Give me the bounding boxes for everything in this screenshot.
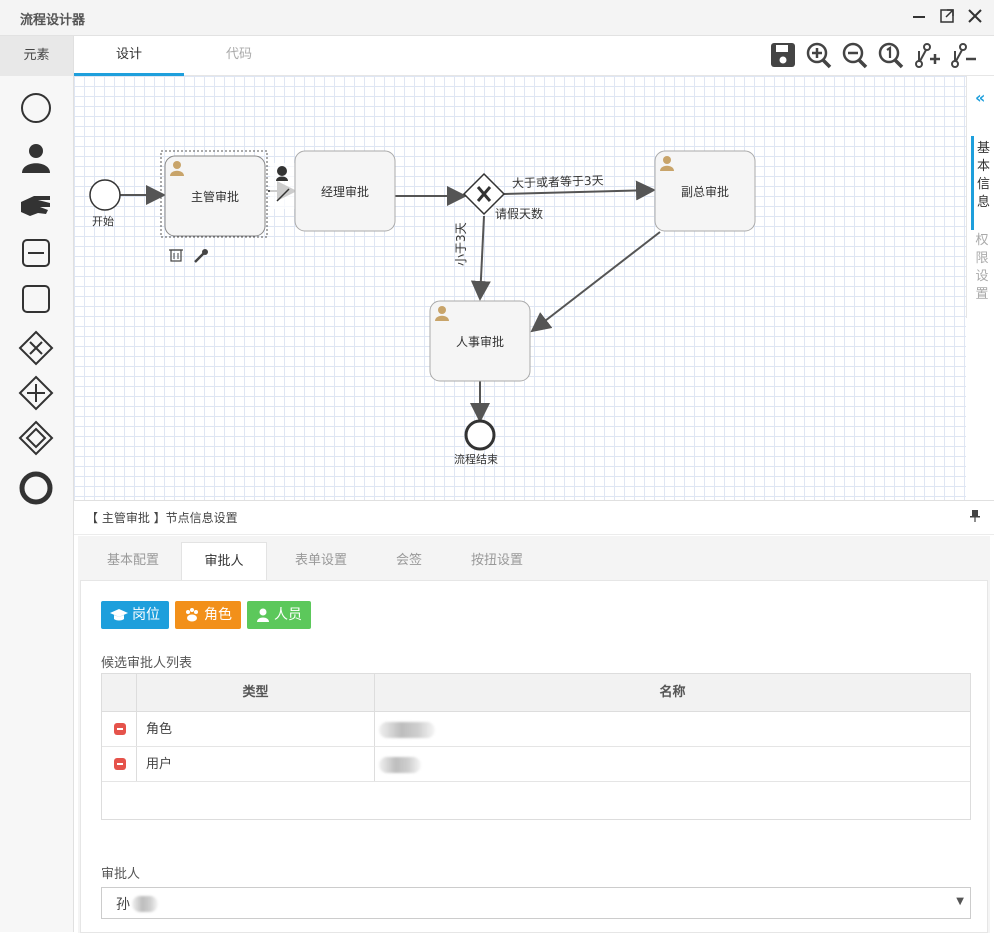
window-title: 流程设计器 <box>20 13 86 28</box>
flow-label-less: 小于3天 <box>454 222 468 266</box>
task-vp[interactable] <box>654 150 756 232</box>
dropdown-arrow-icon: ▼ <box>956 896 964 907</box>
table-empty-row <box>102 782 970 819</box>
remove-connection-icon[interactable] <box>950 41 976 69</box>
task-manager-label: 经理审批 <box>320 185 369 199</box>
user-task-tool[interactable] <box>18 140 54 176</box>
add-role-button[interactable]: 角色 <box>175 601 241 629</box>
task-manager[interactable] <box>294 150 396 232</box>
paw-icon <box>186 608 198 622</box>
tab-code[interactable]: 代码 <box>225 47 252 62</box>
tab-button-settings[interactable]: 按扭设置 <box>470 553 523 568</box>
flow-label-more: 大于或者等于3天 <box>511 173 604 191</box>
row-type: 用户 <box>137 747 375 781</box>
selection-box <box>160 150 268 238</box>
panel-body: 基本配置 审批人 表单设置 会签 按扭设置 岗位 角色 人员 <box>78 536 990 933</box>
task-supervisor-label: 主管审批 <box>190 190 239 204</box>
tab-basic-info[interactable]: 基本信息 <box>971 136 993 230</box>
close-icon[interactable] <box>966 7 984 25</box>
approver-value: 孙 <box>116 897 130 913</box>
tab-permission[interactable]: 权限设置 <box>975 233 989 302</box>
task-vp-label: 副总审批 <box>680 185 729 199</box>
node-settings-panel: 【 主管审批 】节点信息设置 基本配置 审批人 表单设置 会签 按扭设置 岗位 … <box>74 500 994 933</box>
element-palette: 元素 <box>0 36 74 932</box>
palette-header: 元素 <box>0 36 73 76</box>
manual-task-tool[interactable] <box>18 186 54 222</box>
sequence-flows <box>120 180 661 423</box>
design-canvas[interactable]: 开始 主管审批 经理审批 副总审批 人事审批 流程结束 大于或者等于3天 请假天… <box>74 76 966 500</box>
candidates-table: 类型 名称 角色 用户 <box>101 673 971 820</box>
collapse-icon[interactable]: « <box>975 88 986 107</box>
user-icon <box>257 608 269 622</box>
start-event-label: 开始 <box>92 215 114 228</box>
add-approver-buttons: 岗位 角色 人员 <box>101 601 311 629</box>
panel-header: 【 主管审批 】节点信息设置 <box>74 501 994 535</box>
zoom-in-icon[interactable] <box>806 41 832 69</box>
row-type: 角色 <box>137 712 375 746</box>
gateway-label: 请假天数 <box>495 207 544 221</box>
inclusive-gateway-tool[interactable] <box>18 420 54 456</box>
parallel-gateway-tool[interactable] <box>18 375 54 411</box>
task-supervisor[interactable] <box>164 155 266 237</box>
task-hr[interactable] <box>429 300 531 382</box>
remove-row-icon[interactable] <box>114 758 126 770</box>
title-bar: 流程设计器 <box>0 0 994 36</box>
add-connection-icon[interactable] <box>914 41 940 69</box>
row-name <box>375 747 970 781</box>
save-icon[interactable] <box>770 41 796 69</box>
table-header: 类型 名称 <box>102 674 970 712</box>
designer-tabs: 设计 代码 <box>74 36 994 76</box>
wrench-icon[interactable] <box>194 249 208 263</box>
remove-row-icon[interactable] <box>114 723 126 735</box>
tab-form-settings[interactable]: 表单设置 <box>294 553 347 568</box>
pin-icon[interactable] <box>970 501 980 535</box>
task-hr-label: 人事审批 <box>455 335 504 349</box>
zoom-out-icon[interactable] <box>842 41 868 69</box>
tab-design[interactable]: 设计 <box>74 36 184 76</box>
start-event-tool[interactable] <box>18 90 54 126</box>
end-event[interactable] <box>464 419 496 451</box>
add-post-button[interactable]: 岗位 <box>101 601 169 629</box>
graduation-cap-icon <box>110 609 128 621</box>
row-name <box>375 712 970 746</box>
exclusive-gateway-tool[interactable] <box>18 330 54 366</box>
end-event-label: 流程结束 <box>454 453 498 466</box>
task-tool[interactable] <box>18 281 54 317</box>
end-event-tool[interactable] <box>18 470 54 506</box>
panel-title: 【 主管审批 】节点信息设置 <box>86 511 238 525</box>
designer-toolbar <box>770 41 976 69</box>
process-diagram <box>89 150 756 451</box>
delete-node-icon[interactable] <box>169 249 183 262</box>
maximize-icon[interactable] <box>938 7 956 25</box>
zoom-reset-icon[interactable] <box>878 41 904 69</box>
settings-tabs: 基本配置 审批人 表单设置 会签 按扭设置 <box>78 536 990 581</box>
window-controls <box>910 7 984 25</box>
minimize-icon[interactable] <box>910 7 928 25</box>
add-person-button[interactable]: 人员 <box>247 601 311 629</box>
tab-basic-config[interactable]: 基本配置 <box>106 553 159 568</box>
column-name: 名称 <box>659 685 686 700</box>
tab-countersign[interactable]: 会签 <box>395 553 422 568</box>
candidates-label: 候选审批人列表 <box>101 656 193 671</box>
approver-select[interactable]: 孙 ▼ <box>101 887 971 919</box>
tab-approvers[interactable]: 审批人 <box>181 542 267 581</box>
column-type: 类型 <box>137 674 375 711</box>
approver-label: 审批人 <box>101 867 141 882</box>
properties-rail: « 基本信息 权限设置 <box>966 76 994 318</box>
subprocess-collapse-tool[interactable] <box>18 235 54 271</box>
table-row: 用户 <box>102 747 970 782</box>
table-row: 角色 <box>102 712 970 747</box>
approvers-content: 岗位 角色 人员 候选审批人列表 类型 名称 <box>80 580 988 933</box>
start-event[interactable] <box>89 179 121 211</box>
